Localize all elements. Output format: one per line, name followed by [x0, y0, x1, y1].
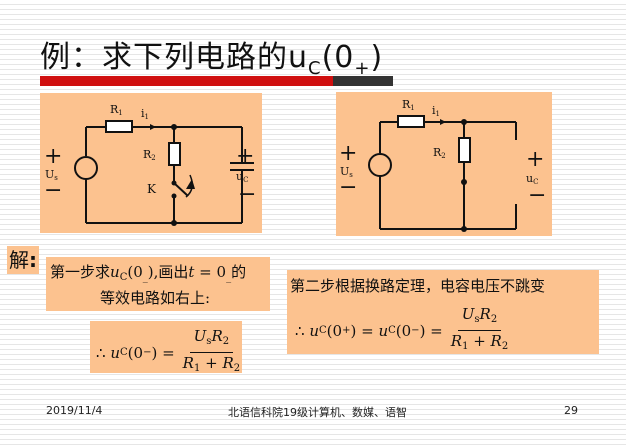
step-1-box: 第一步求uC(0_),画出t = 0_的 等效电路如右上:: [46, 257, 270, 311]
solution-label-colon: :: [29, 248, 37, 272]
slide-title: 例：求下列电路的uC(0+): [40, 32, 383, 79]
title-underline-bar-end: [333, 76, 393, 86]
step-1-line-1: 第一步求uC(0_),画出t = 0_的: [50, 263, 247, 283]
label-us: Us: [45, 168, 58, 182]
label-r2: R2: [433, 146, 446, 160]
source-plus: +: [339, 141, 357, 166]
capacitor-minus: −: [238, 182, 256, 207]
step-2-fraction: UsR2 R1 + R2: [450, 305, 509, 352]
step-2-line-1: 第二步根据换路定理，电容电压不跳变: [290, 277, 546, 295]
title-subscript-plus: +: [354, 58, 371, 79]
title-text: 例：求下列电路的u: [40, 40, 309, 75]
solution-label: 解:: [7, 246, 39, 274]
label-uc: uC: [526, 172, 538, 186]
title-paren-open: (0: [321, 40, 355, 75]
step-1-line-2: 等效电路如右上:: [100, 289, 211, 307]
source-minus: −: [339, 175, 357, 200]
source-plus: +: [44, 144, 62, 169]
current-arrow-icon: [150, 124, 156, 130]
current-arrow-icon: [440, 119, 446, 125]
solution-label-text: 解: [9, 248, 29, 272]
label-switch-k: K: [147, 182, 157, 196]
label-us: Us: [340, 165, 353, 179]
circuit-2-svg: R1 i1 R2 + Us − + uC −: [339, 98, 546, 232]
label-uc: uC: [236, 170, 248, 184]
footer-organization: 北语信科院19级计算机、数媒、语智: [228, 406, 407, 419]
title-underline-bar: [40, 76, 333, 86]
output-minus: −: [528, 183, 546, 208]
label-r1: R1: [110, 103, 123, 117]
circuit-diagram-equivalent: R1 i1 R2 + Us − + uC −: [336, 92, 552, 236]
title-subscript-c: C: [308, 58, 322, 79]
label-r1: R1: [402, 98, 415, 112]
label-i1: i1: [141, 107, 149, 121]
title-paren-close: ): [370, 40, 384, 75]
circuit-diagram-original: R1 i1 R2 + Us − K + uC −: [40, 93, 262, 233]
label-i1: i1: [432, 104, 440, 118]
capacitor-plus: +: [236, 144, 254, 169]
circuit-1-svg: R1 i1 R2 + Us − K + uC −: [44, 103, 256, 226]
step-1-result-fraction: UsR2 R1 + R2: [182, 327, 241, 374]
source-minus: −: [44, 178, 62, 203]
label-r2: R2: [143, 148, 156, 162]
footer-date: 2019/11/4: [46, 404, 103, 417]
output-plus: +: [526, 147, 544, 172]
footer-page-number: 29: [564, 404, 578, 417]
